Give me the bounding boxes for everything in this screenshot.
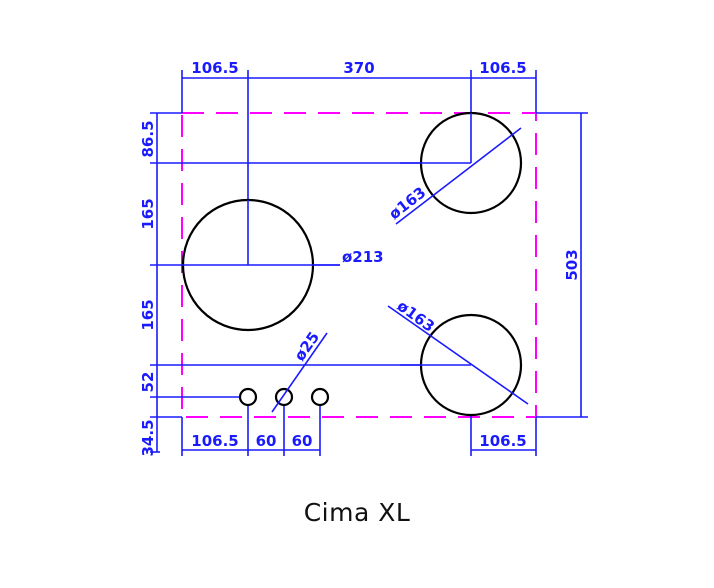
dim-bottom-left: 106.5 [191, 432, 238, 450]
diam-bottom-right-burner: ø163 [394, 297, 438, 336]
dim-bottom-mid-1: 60 [256, 432, 277, 450]
dim-left-3: 165 [139, 299, 157, 330]
leader-bottom-right [387, 305, 529, 405]
bottom-dimension-chain: 106.5 60 60 106.5 [181, 365, 537, 456]
dim-bottom-mid-2: 60 [292, 432, 313, 450]
dim-left-1: 86.5 [139, 120, 157, 157]
model-caption: Cima XL [303, 498, 411, 527]
diam-large-burner: ø213 [342, 248, 384, 266]
dim-top-middle: 370 [343, 59, 374, 77]
right-dimension: 503 [536, 112, 588, 418]
control-knob-1 [238, 387, 258, 407]
leader-knob [271, 332, 328, 413]
dim-left-4: 52 [139, 372, 157, 393]
control-knob-3 [310, 387, 330, 407]
dim-bottom-right: 106.5 [479, 432, 526, 450]
dim-top-left: 106.5 [191, 59, 238, 77]
dim-top-right: 106.5 [479, 59, 526, 77]
leader-top-right [395, 127, 522, 225]
dim-left-2: 165 [139, 198, 157, 229]
dim-left-5: 34.5 [139, 419, 157, 456]
dim-right-height: 503 [563, 249, 581, 280]
